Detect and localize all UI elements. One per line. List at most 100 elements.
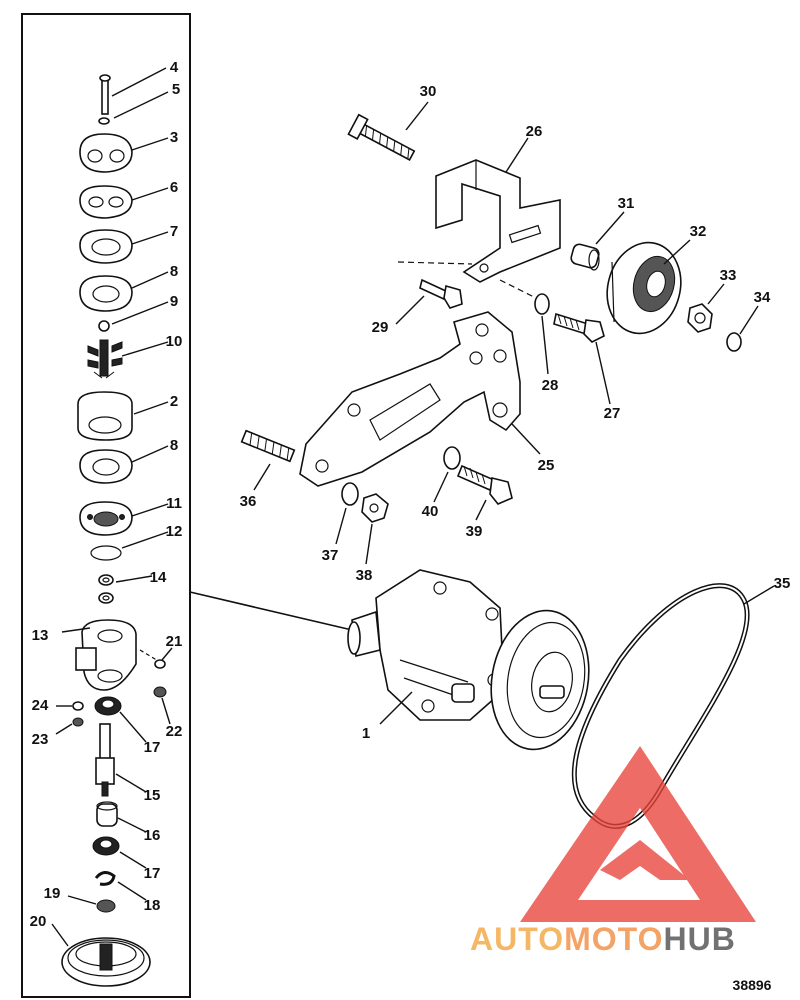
- callout-label-30: 30: [420, 83, 437, 100]
- part-gasket-plate: [79, 185, 133, 219]
- part-fastener-22: [153, 686, 167, 698]
- callout-label-20: 20: [30, 913, 47, 930]
- callout-label-29: 29: [372, 319, 389, 336]
- callout-label-1: 1: [362, 725, 370, 742]
- inset-frame: [21, 13, 191, 998]
- alignment-line-2: [499, 279, 541, 301]
- callout-label-32: 32: [690, 223, 707, 240]
- part-washer-28: [534, 293, 550, 315]
- callout-leader-1: [379, 691, 413, 725]
- callout-leader-29: [395, 295, 425, 325]
- part-bracket-bolt: [419, 278, 463, 309]
- part-long-bolt: [347, 113, 416, 161]
- part-gasket: [79, 229, 133, 264]
- callout-label-10: 10: [166, 333, 183, 350]
- part-stud: [240, 429, 296, 463]
- callout-label-12: 12: [166, 523, 183, 540]
- callout-leader-6: [131, 187, 169, 201]
- callout-leader-8: [131, 445, 169, 463]
- callout-leader-16: [117, 817, 147, 833]
- callout-leader-20: [51, 923, 69, 947]
- callout-label-15: 15: [144, 787, 161, 804]
- part-small-pulley: [61, 937, 151, 987]
- callout-leader-17: [119, 711, 147, 743]
- callout-leader-14: [115, 575, 153, 583]
- alignment-line: [397, 261, 473, 265]
- part-wear-plate-lower: [79, 449, 133, 484]
- callout-leader-19: [67, 895, 97, 905]
- part-o-ring: [90, 545, 122, 561]
- part-screw: [99, 74, 111, 115]
- watermark-word-auto: AUTO: [470, 921, 564, 957]
- part-sea-water-pump: [347, 569, 590, 751]
- part-cover-plate: [79, 133, 133, 173]
- part-nut: [96, 899, 116, 913]
- callout-leader-5: [113, 91, 169, 119]
- part-fastener-23: [72, 717, 84, 727]
- part-pump-mounting-bracket: [299, 311, 521, 487]
- part-washer-40: [443, 446, 461, 470]
- part-seals: [98, 574, 114, 604]
- callout-label-8: 8: [170, 437, 178, 454]
- part-flange-nut: [687, 303, 713, 333]
- callout-leader-9: [111, 301, 169, 325]
- callout-label-34: 34: [754, 289, 771, 306]
- callout-label-7: 7: [170, 223, 178, 240]
- part-idler-spacer: [570, 243, 600, 271]
- part-ball: [98, 320, 110, 332]
- callout-label-24: 24: [32, 697, 49, 714]
- part-bolt-39: [456, 464, 513, 505]
- callout-label-9: 9: [170, 293, 178, 310]
- callout-label-5: 5: [172, 81, 180, 98]
- callout-label-14: 14: [150, 569, 167, 586]
- callout-leader-26: [505, 137, 529, 173]
- part-bearing: [94, 696, 122, 716]
- callout-label-35: 35: [774, 575, 791, 592]
- watermark-text: AUTOMOTOHUB: [470, 921, 736, 957]
- part-washer: [98, 117, 110, 125]
- callout-leader-25: [511, 423, 541, 455]
- part-bearing-lower: [92, 836, 120, 856]
- callout-label-26: 26: [526, 123, 543, 140]
- callout-label-38: 38: [356, 567, 373, 584]
- part-nut-38: [361, 493, 389, 523]
- callout-label-39: 39: [466, 523, 483, 540]
- callout-leader-40: [433, 471, 449, 503]
- callout-label-27: 27: [604, 405, 621, 422]
- callout-leader-8: [131, 271, 169, 289]
- callout-label-28: 28: [542, 377, 559, 394]
- callout-leader-10: [121, 341, 169, 357]
- callout-leader-13: [61, 627, 91, 633]
- callout-leader-27: [595, 341, 611, 405]
- callout-leader-32: [663, 239, 691, 265]
- figure-number: 38896: [733, 977, 772, 993]
- callout-leader-36: [253, 463, 271, 491]
- callout-label-2: 2: [170, 393, 178, 410]
- callout-leader-35: [743, 585, 775, 605]
- callout-label-4: 4: [170, 59, 179, 76]
- part-washer-37: [341, 482, 359, 506]
- part-idler-bracket: [435, 159, 561, 283]
- callout-label-23: 23: [32, 731, 49, 748]
- callout-label-21: 21: [166, 633, 183, 650]
- callout-leader-21: [161, 647, 173, 661]
- callout-leader-38: [365, 523, 373, 565]
- callout-label-33: 33: [720, 267, 737, 284]
- callout-leader-23: [55, 723, 73, 735]
- part-impeller: [87, 339, 123, 379]
- callout-label-36: 36: [240, 493, 257, 510]
- callout-leader-12: [121, 531, 169, 549]
- callout-label-37: 37: [322, 547, 339, 564]
- callout-label-18: 18: [144, 897, 161, 914]
- part-lock-washer: [726, 332, 742, 352]
- callout-leader-34: [739, 305, 759, 335]
- part-seal-plate: [79, 501, 133, 536]
- watermark-word-moto: MOTO: [564, 921, 663, 957]
- callout-leader-37: [335, 507, 347, 545]
- callout-label-40: 40: [422, 503, 439, 520]
- watermark-triangle: [520, 746, 756, 922]
- callout-label-6: 6: [170, 179, 178, 196]
- callout-label-16: 16: [144, 827, 161, 844]
- callout-leader-3: [131, 137, 169, 151]
